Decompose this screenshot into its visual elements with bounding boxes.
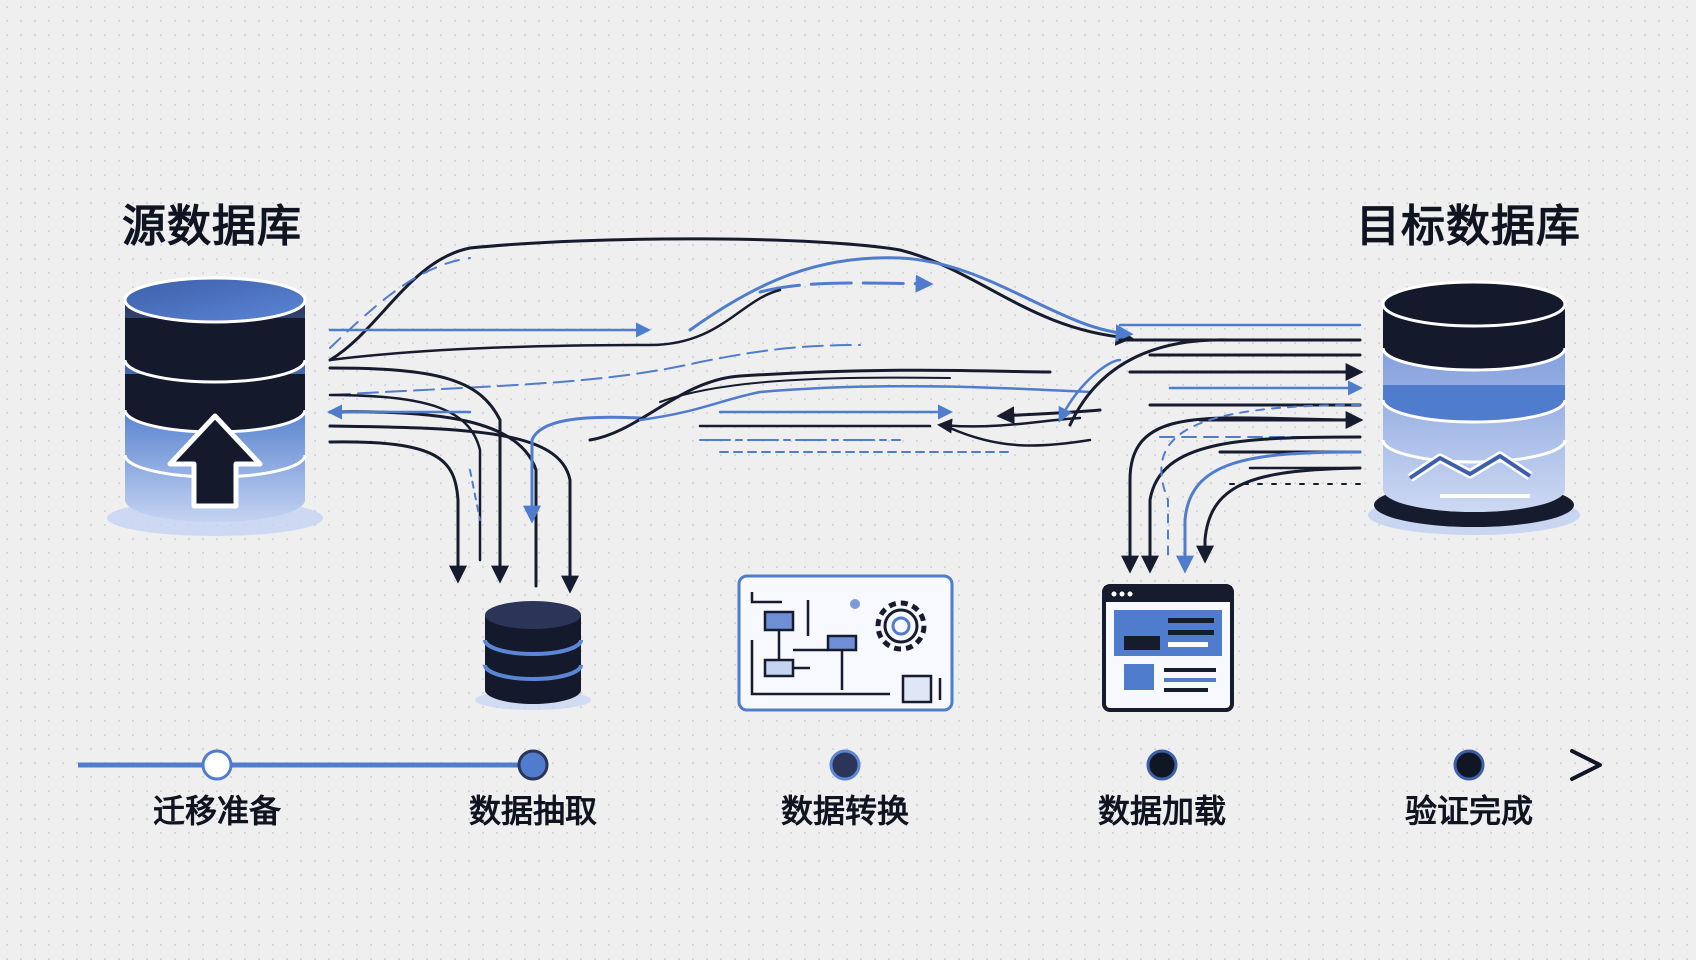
browser-window-icon	[1102, 584, 1234, 712]
timeline-arrow-icon	[1570, 749, 1602, 781]
stage-dot-2	[517, 749, 549, 781]
stage-dot-3	[829, 749, 861, 781]
source-database-icon	[107, 276, 323, 536]
stage-dot-5	[1453, 749, 1485, 781]
staging-database-icon	[475, 601, 591, 710]
target-database-icon	[1368, 280, 1580, 535]
stage-label-transform: 数据转换	[780, 792, 909, 830]
target-database-title: 目标数据库	[1356, 201, 1581, 252]
flow-lines	[327, 237, 1364, 594]
source-database-title: 源数据库	[122, 201, 302, 252]
stage-label-verify: 验证完成	[1404, 792, 1533, 830]
stage-label-load: 数据加载	[1097, 792, 1226, 830]
stage-dot-1	[201, 749, 233, 781]
stage-dot-4	[1146, 749, 1178, 781]
stage-label-extract: 数据抽取	[468, 792, 597, 830]
line-chart-icon	[1408, 454, 1532, 480]
upload-arrow-icon	[167, 413, 263, 509]
flowchart-gear-icon	[737, 574, 954, 712]
timeline	[78, 749, 1602, 781]
stage-label-prepare: 迁移准备	[152, 792, 281, 830]
